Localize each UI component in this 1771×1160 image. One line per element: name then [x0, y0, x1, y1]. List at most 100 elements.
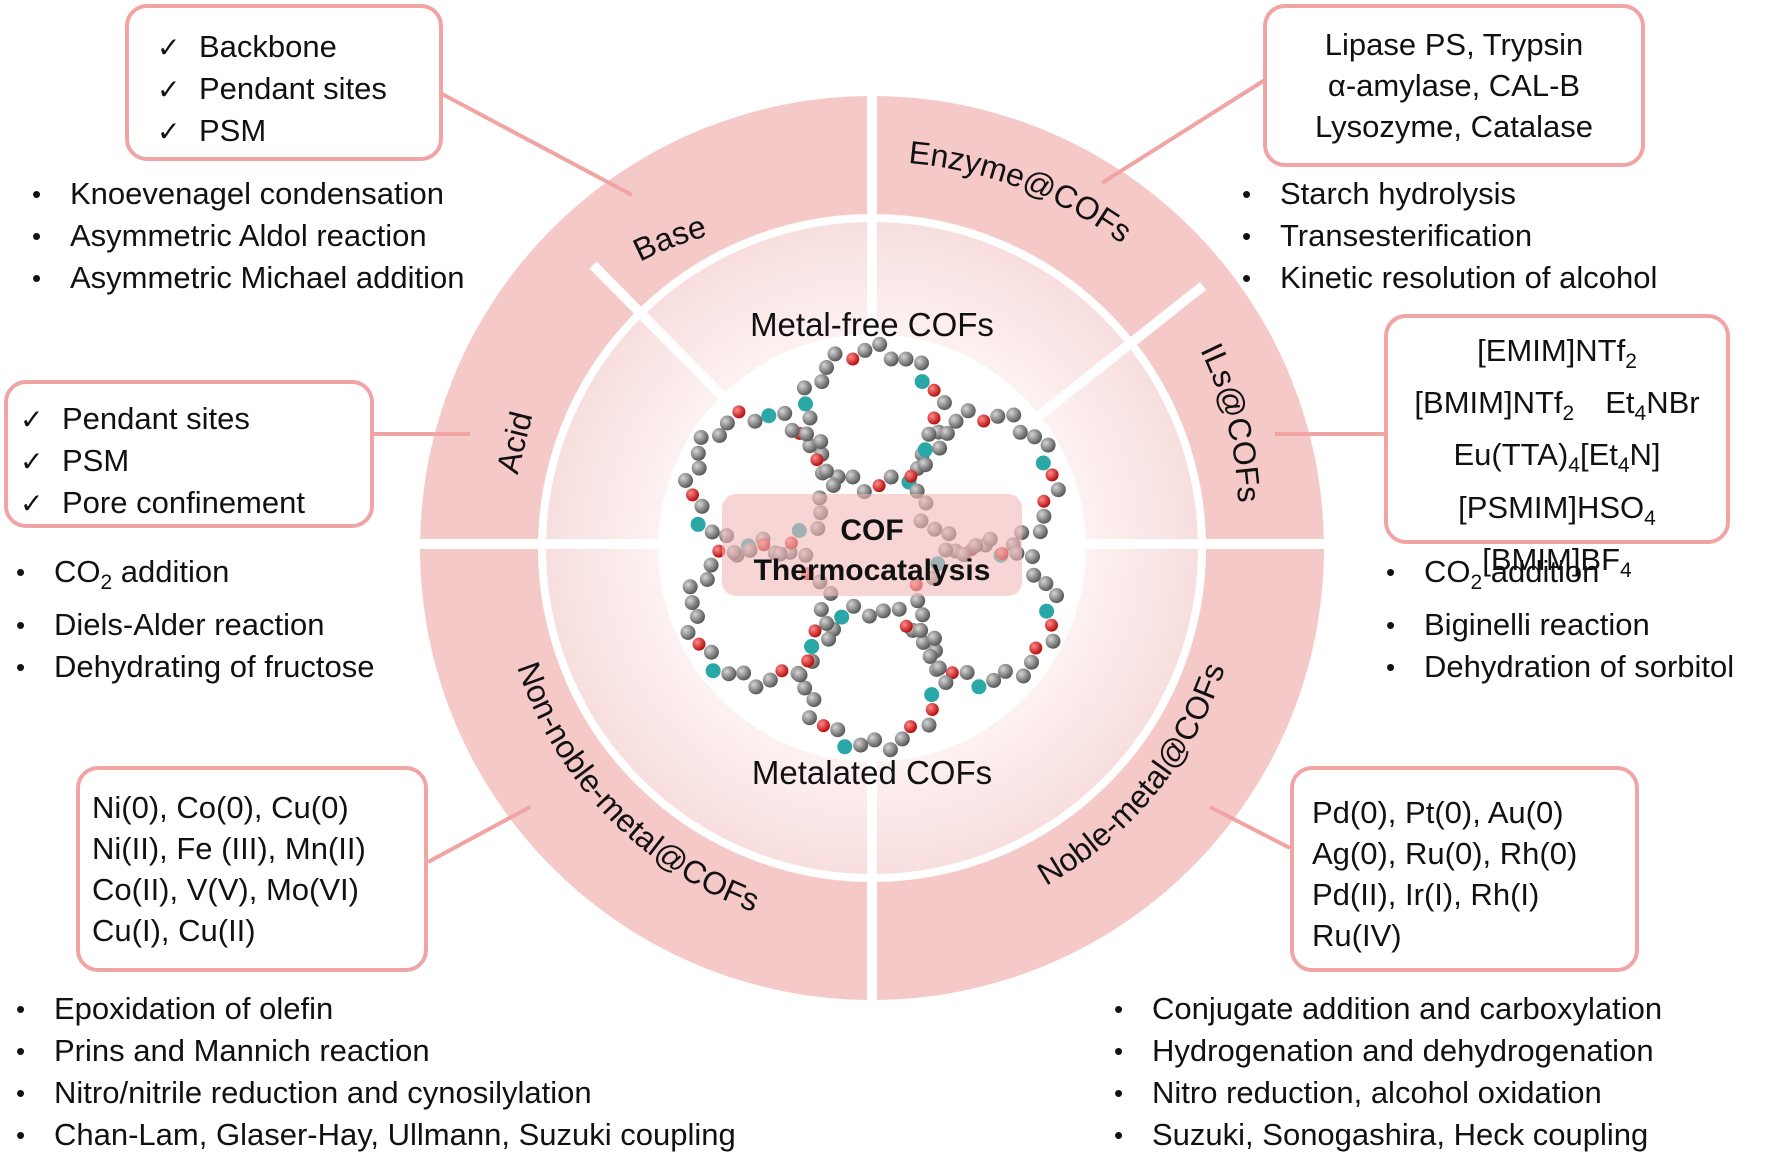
carbon-atom: [806, 692, 822, 708]
carbon-atom: [1006, 407, 1022, 423]
oxygen-atom: [927, 383, 941, 397]
carbon-atom: [818, 463, 834, 479]
carbon-atom: [684, 595, 700, 611]
carbon-atom: [990, 408, 1006, 424]
carbon-atom: [1049, 588, 1064, 604]
carbon-atom: [1025, 549, 1040, 565]
nitrogen-atom: [917, 442, 933, 458]
non-noble-metal-item: Co(II), V(V), Mo(VI): [92, 872, 359, 907]
oxygen-atom: [816, 719, 830, 733]
noble-reaction: Suzuki, Sonogashira, Heck coupling: [1102, 1114, 1662, 1156]
noble-metal-box: Pd(0), Pt(0), Au(0) Ag(0), Ru(0), Rh(0) …: [1290, 766, 1639, 972]
carbon-atom: [821, 631, 837, 647]
noble-reaction: Hydrogenation and dehydrogenation: [1102, 1030, 1662, 1072]
carbon-atom: [1038, 576, 1054, 592]
oxygen-atom: [927, 411, 941, 425]
carbon-atom: [1026, 567, 1042, 583]
carbon-atom: [883, 351, 899, 367]
acid-reaction: Diels-Alder reaction: [4, 604, 375, 646]
noble-reaction: Nitro reduction, alcohol oxidation: [1102, 1072, 1662, 1114]
carbon-atom: [1027, 429, 1042, 445]
carbon-atom: [799, 426, 815, 442]
carbon-atom: [819, 615, 835, 631]
ils-reaction: Dehydration of sorbitol: [1374, 646, 1734, 688]
enzyme-reaction: Kinetic resolution of alcohol: [1230, 257, 1657, 299]
oxygen-atom: [775, 664, 789, 678]
carbon-atom: [813, 434, 829, 450]
metalated-cofs-label: Metalated COFs: [752, 754, 992, 791]
carbon-atom: [784, 422, 800, 438]
nitrogen-atom: [1035, 455, 1051, 471]
oxygen-atom: [1045, 618, 1058, 632]
acid-features-box: Pendant sites PSM Pore confinement: [4, 380, 374, 528]
oxygen-atom: [1029, 641, 1043, 655]
carbon-atom: [867, 732, 883, 748]
enzyme-reaction: Transesterification: [1230, 215, 1657, 257]
carbon-atom: [830, 722, 846, 738]
ionic-liquid-item: [BMIM]NTf2 Et4NBr: [1414, 385, 1700, 426]
carbon-atom: [719, 415, 735, 431]
carbon-atom: [845, 469, 861, 485]
carbon-atom: [938, 675, 954, 691]
carbon-atom: [690, 445, 706, 461]
nitrogen-atom: [837, 739, 853, 755]
carbon-atom: [777, 405, 793, 421]
carbon-atom: [1024, 654, 1039, 670]
ils-reaction: Biginelli reaction: [1374, 604, 1734, 646]
carbon-atom: [680, 625, 696, 640]
carbon-atom: [736, 665, 752, 681]
enzyme-reactions-list: Starch hydrolysis Transesterification Ki…: [1230, 173, 1657, 299]
noble-metal-item: Pd(II), Ir(I), Rh(I): [1312, 877, 1540, 912]
oxygen-atom: [1045, 468, 1059, 482]
non-noble-metal-item: Ni(II), Fe (III), Mn(II): [92, 831, 366, 866]
carbon-atom: [846, 598, 862, 614]
oxygen-atom: [899, 619, 913, 633]
enzyme-item: Lipase PS, Trypsin: [1324, 27, 1584, 62]
base-reaction: Asymmetric Michael addition: [20, 257, 465, 299]
acid-feature: Pendant sites: [20, 398, 370, 440]
nitrogen-atom: [914, 374, 930, 390]
ionic-liquid-item: [PSMIM]HSO4: [1458, 489, 1656, 530]
carbon-atom: [802, 410, 818, 426]
ionic-liquid-item: Eu(TTA)4[Et4N]: [1453, 437, 1661, 478]
carbon-atom: [939, 425, 955, 441]
non-noble-reaction: Prins and Mannich reaction: [4, 1030, 736, 1072]
carbon-atom: [898, 351, 914, 367]
carbon-atom: [857, 342, 873, 358]
base-reaction: Knoevenagel condensation: [20, 173, 465, 215]
nitrogen-atom: [924, 687, 940, 703]
carbon-atom: [762, 672, 778, 688]
enzyme-item: Lysozyme, Catalase: [1315, 109, 1593, 144]
carbon-atom: [747, 413, 763, 429]
oxygen-atom: [808, 624, 822, 638]
center-title-line2: Thermocatalysis: [754, 554, 991, 587]
oxygen-atom: [904, 720, 917, 734]
base-feature: Backbone: [157, 26, 439, 68]
carbon-atom: [872, 336, 888, 352]
ils-reactions-list: CO2 additionBiginelli reactionDehydratio…: [1374, 551, 1734, 688]
carbon-atom: [910, 593, 926, 609]
non-noble-metal-item: Cu(I), Cu(II): [92, 913, 256, 948]
carbon-atom: [712, 428, 727, 443]
carbon-atom: [922, 648, 938, 664]
enzyme-reaction: Starch hydrolysis: [1230, 173, 1657, 215]
carbon-atom: [691, 460, 707, 476]
carbon-atom: [921, 426, 937, 442]
carbon-atom: [1045, 633, 1061, 649]
oxygen-atom: [1037, 494, 1051, 508]
acid-feature: Pore confinement: [20, 482, 370, 524]
non-noble-reactions-list: Epoxidation of olefin Prins and Mannich …: [4, 988, 736, 1156]
carbon-atom: [1040, 437, 1056, 453]
noble-metal-item: Ru(IV): [1312, 918, 1402, 953]
oxygen-atom: [925, 703, 939, 716]
acid-feature: PSM: [20, 440, 370, 482]
center-label-band: [722, 494, 1022, 596]
carbon-atom: [891, 601, 907, 617]
carbon-atom: [690, 609, 705, 624]
oxygen-atom: [692, 637, 706, 651]
metal-free-cofs-label: Metal-free COFs: [750, 306, 994, 343]
carbon-atom: [913, 622, 929, 638]
oxygen-atom: [686, 488, 699, 502]
base-feature: Pendant sites: [157, 68, 439, 110]
